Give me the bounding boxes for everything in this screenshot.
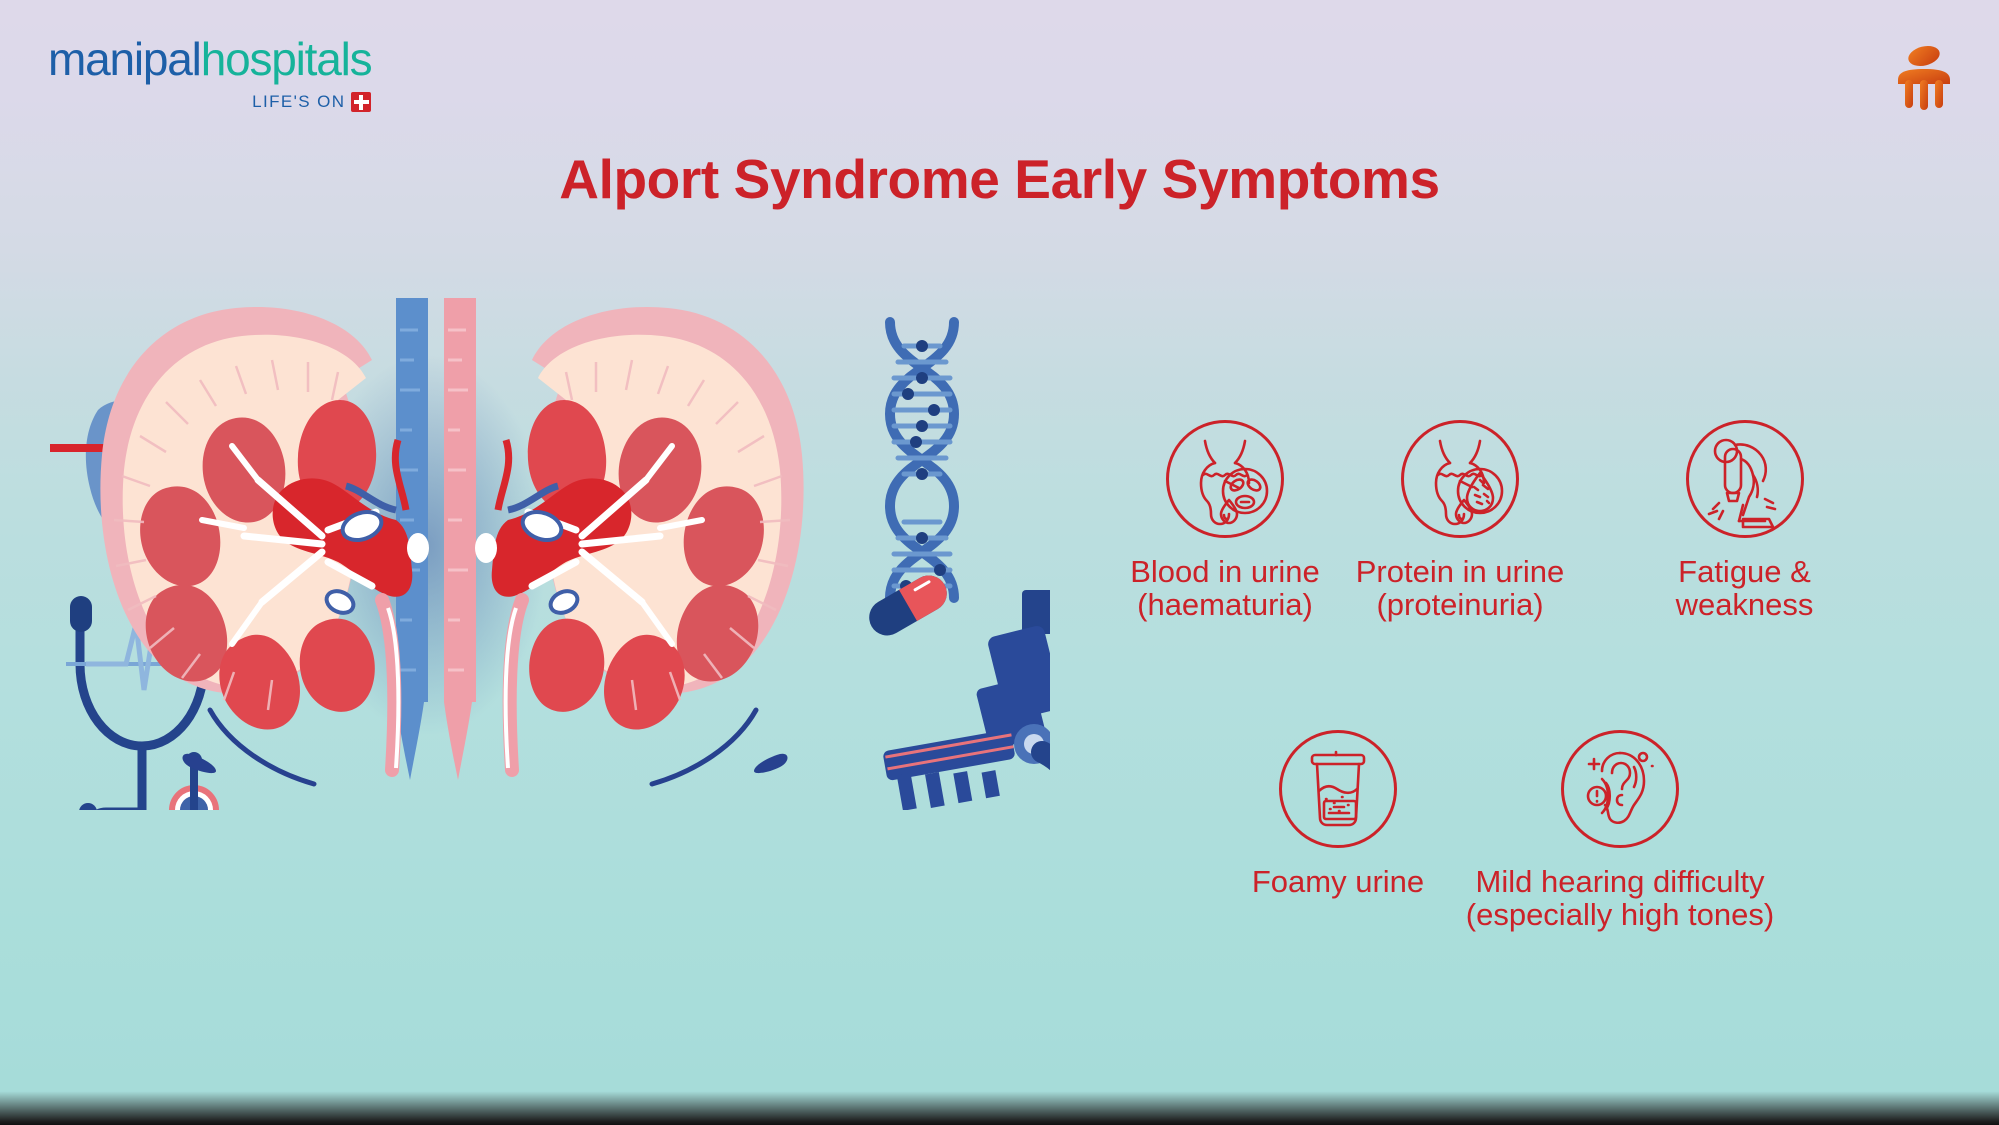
dna-helix-icon xyxy=(884,317,960,603)
symptom-label: Mild hearing difficulty (especially high… xyxy=(1465,864,1775,932)
bladder-blood-cells-icon xyxy=(1166,420,1284,538)
manipal-hospitals-logo: manipalhospitals LIFE'S ON xyxy=(48,33,373,112)
manipal-m-symbol-icon xyxy=(1891,40,1957,112)
symptom-label: Protein in urine (proteinuria) xyxy=(1355,554,1565,622)
kidneys-cross-section-icon xyxy=(100,306,429,777)
microscope-icon xyxy=(845,575,1091,984)
logo-word-hospitals: hospitals xyxy=(200,33,373,85)
symptom-label: Blood in urine (haematuria) xyxy=(1130,554,1320,622)
symptom-hearing-difficulty[interactable]: Mild hearing difficulty (especially high… xyxy=(1455,730,1785,931)
kidney-anatomy-illustration xyxy=(40,290,1091,984)
symptom-label: Foamy urine xyxy=(1251,864,1425,899)
tired-person-icon xyxy=(1685,420,1804,538)
capsule-pill-icon xyxy=(869,575,947,636)
logo-wordmark: manipalhospitals xyxy=(48,33,373,85)
symptom-blood-in-urine[interactable]: Blood in urine (haematuria) xyxy=(1105,420,1345,621)
page-title: Alport Syndrome Early Symptoms xyxy=(559,148,1440,210)
logo-tagline-row: LIFE'S ON xyxy=(48,92,372,112)
symptom-protein-in-urine[interactable]: Protein in urine (proteinuria) xyxy=(1340,420,1580,621)
bladder-protein-drop-icon xyxy=(1401,420,1519,538)
renal-artery-icon xyxy=(444,298,476,780)
logo-tagline: LIFE'S ON xyxy=(252,92,346,111)
symptom-fatigue-weakness[interactable]: Fatigue & weakness xyxy=(1622,420,1867,621)
symptom-label: Fatigue & weakness xyxy=(1675,554,1814,622)
medical-cross-icon xyxy=(351,92,372,112)
logo-word-manipal: manipal xyxy=(48,33,202,85)
kidney-right xyxy=(475,306,804,777)
symptom-foamy-urine[interactable]: Foamy urine xyxy=(1218,730,1458,899)
urine-sample-cup-icon xyxy=(1279,730,1397,848)
ear-hearing-loss-icon xyxy=(1561,730,1679,848)
